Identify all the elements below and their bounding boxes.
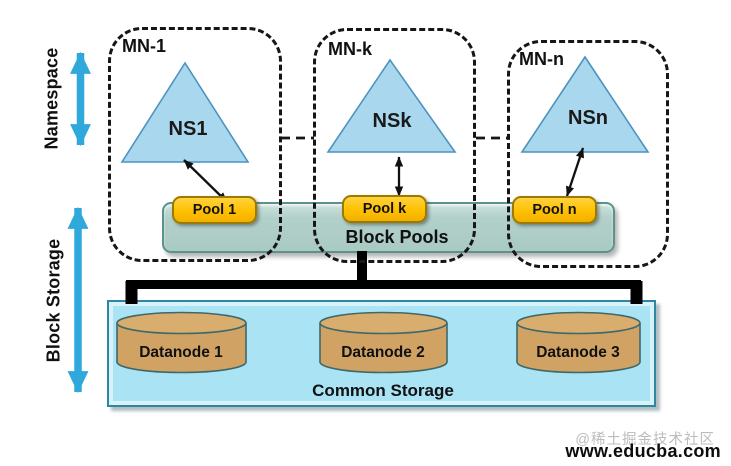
pool-n-badge: Pool n [512,196,597,224]
ns1-label: NS1 [168,118,208,140]
common-storage-label: Common Storage [312,381,454,400]
watermark-community: @稀土掘金技术社区 [575,432,715,448]
block-storage-axis-label: Block Storage [43,238,64,363]
mn-n-label: MN-n [519,49,564,69]
mn-k-group-box [313,28,476,263]
mn-1-label: MN-1 [122,36,166,56]
mn-1-group-box [108,27,282,262]
mn-k-label: MN-k [328,39,372,59]
nsn-label: NSn [568,107,608,129]
watermark-site: www.educba.com [565,441,721,461]
namespace-axis-label: Namespace [41,47,62,150]
pool-k-badge: Pool k [342,195,427,223]
mn-n-group-box [507,40,669,268]
datanode-2-label: Datanode 2 [341,344,425,361]
datanode-1-label: Datanode 1 [139,344,223,361]
datanode-3-label: Datanode 3 [536,344,620,361]
block-pools-label: Block Pools [345,227,449,247]
nsk-label: NSk [372,110,412,132]
